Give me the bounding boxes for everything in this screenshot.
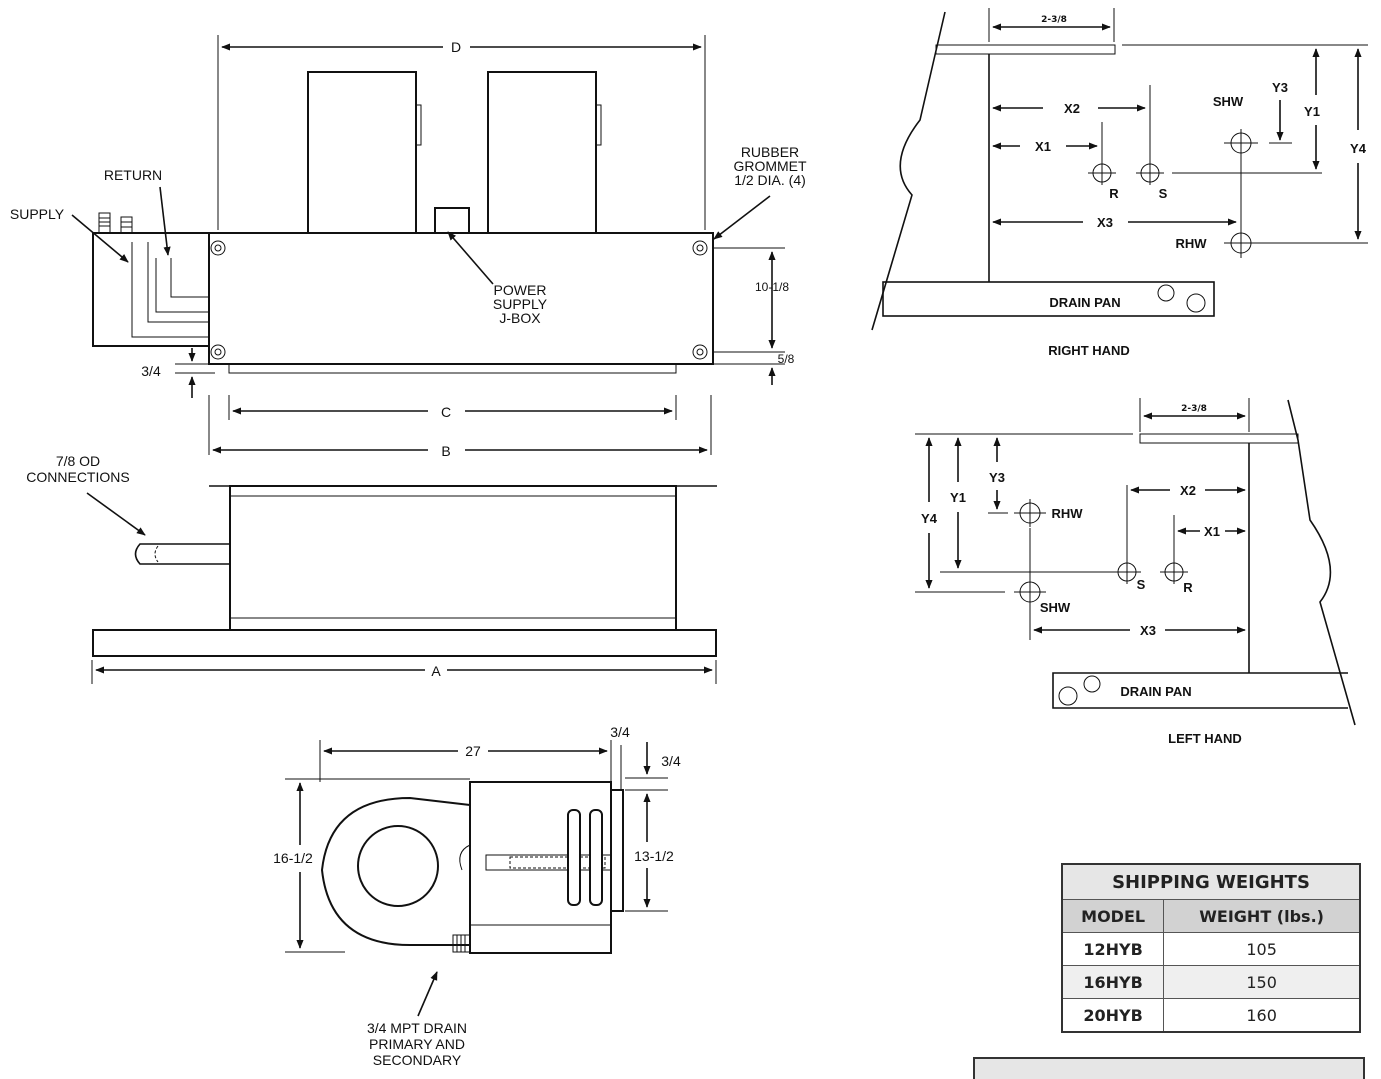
return-label: RETURN	[104, 167, 162, 183]
lh-s-fitting-icon	[1113, 560, 1141, 584]
rh-shw-fitting-icon	[1224, 129, 1258, 158]
dim-5-8-label: 5/8	[778, 352, 795, 366]
lh-r-label: R	[1183, 580, 1193, 595]
dim-c-label: C	[441, 404, 451, 420]
top-view: 7/8 OD CONNECTIONS A	[26, 453, 717, 684]
drain-label-2: PRIMARY AND	[369, 1036, 465, 1052]
rh-dim-top-label: 2-3/8	[1041, 15, 1067, 25]
weight-cell: 150	[1163, 965, 1361, 999]
lh-r-fitting-icon	[1160, 560, 1188, 584]
cabinet	[208, 232, 714, 365]
lh-y4-label: Y4	[921, 511, 938, 526]
shipping-weights-table: SHIPPING WEIGHTS MODEL WEIGHT (lbs.) 12H…	[1061, 863, 1361, 1033]
lh-drain-pan-label: DRAIN PAN	[1120, 684, 1191, 699]
jbox-label-1: POWER	[494, 282, 547, 298]
dim-b-label: B	[441, 443, 450, 459]
table-row: 16HYB 150	[1061, 965, 1361, 999]
front-view: D RETURN SUPPLY RUBBER GROMMET 1	[10, 35, 807, 459]
side-view: 27 3/4 3/4 16-1/2 13-1/2 3/4 MPT DRAIN P…	[273, 724, 681, 1068]
weight-cell: 105	[1163, 932, 1361, 966]
dim-height-label: 16-1/2	[273, 850, 313, 866]
col-model-header: MODEL	[1061, 899, 1165, 933]
rh-shw-label: SHW	[1213, 94, 1244, 109]
rh-r-fitting-icon	[1088, 161, 1116, 185]
weight-cell: 160	[1163, 998, 1361, 1033]
col-weight-header: WEIGHT (lbs.)	[1163, 899, 1361, 933]
lh-x1-label: X1	[1204, 524, 1220, 539]
rh-y4-label: Y4	[1350, 141, 1367, 156]
model-cell: 20HYB	[1061, 998, 1165, 1033]
rh-y3-label: Y3	[1272, 80, 1288, 95]
jbox	[434, 207, 470, 235]
dim-27-label: 27	[465, 743, 481, 759]
rh-r-label: R	[1109, 186, 1119, 201]
dim-3-4-label: 3/4	[141, 363, 161, 379]
coil-header-box	[92, 232, 210, 347]
model-cell: 16HYB	[1061, 965, 1165, 999]
grommet-label-3: 1/2 DIA. (4)	[734, 172, 806, 188]
model-cell: 12HYB	[1061, 932, 1165, 966]
lh-y1-label: Y1	[950, 490, 966, 505]
blower-outlet	[357, 825, 439, 907]
next-table-edge	[973, 1057, 1365, 1079]
grommet-icons	[210, 240, 708, 360]
table-row: 20HYB 160	[1061, 998, 1361, 1033]
height-dim-label: 10-1/8	[755, 280, 789, 294]
rh-x1-label: X1	[1035, 139, 1051, 154]
rh-caption: RIGHT HAND	[1048, 343, 1130, 358]
lh-rhw-label: RHW	[1051, 506, 1083, 521]
rh-s-fitting-icon	[1136, 161, 1164, 185]
right-hand-diagram: DRAIN PAN RIGHT HAND 2-3/8 X2 X1 X3 R S …	[871, 8, 1368, 358]
motor-left	[307, 71, 417, 235]
dim-d-label: D	[451, 39, 461, 55]
dim-a-label: A	[431, 663, 441, 679]
lh-shw-label: SHW	[1040, 600, 1071, 615]
left-hand-diagram: DRAIN PAN LEFT HAND 2-3/8 X2 X1 X3 S R R…	[915, 398, 1356, 746]
lh-x3-label: X3	[1140, 623, 1156, 638]
conn-label-2: CONNECTIONS	[26, 469, 129, 485]
lh-x2-label: X2	[1180, 483, 1196, 498]
lh-dim-top-label: 2-3/8	[1181, 404, 1207, 414]
grommet-label-2: GROMMET	[733, 158, 807, 174]
lh-y3-label: Y3	[989, 470, 1005, 485]
drain-pan-top	[92, 629, 717, 657]
lh-caption: LEFT HAND	[1168, 731, 1242, 746]
top-cabinet	[229, 485, 677, 631]
rh-x2-label: X2	[1064, 101, 1080, 116]
dim-inner-label: 13-1/2	[634, 848, 674, 864]
drain-label-1: 3/4 MPT DRAIN	[367, 1020, 467, 1036]
grommet-label-1: RUBBER	[741, 144, 799, 160]
lh-shw-fitting-icon	[1014, 578, 1046, 606]
shipping-weights-title: SHIPPING WEIGHTS	[1061, 863, 1361, 900]
rh-drain-pan-label: DRAIN PAN	[1049, 295, 1120, 310]
supply-label: SUPPLY	[10, 206, 65, 222]
rh-s-label: S	[1159, 186, 1168, 201]
dim-side-3-4-label: 3/4	[661, 753, 681, 769]
jbox-label-2: SUPPLY	[493, 296, 548, 312]
rh-rhw-label: RHW	[1175, 236, 1207, 251]
rh-y1-label: Y1	[1304, 104, 1320, 119]
table-row: 12HYB 105	[1061, 932, 1361, 966]
lh-rhw-fitting-icon	[1014, 499, 1046, 527]
lh-s-label: S	[1137, 577, 1146, 592]
dim-top-3-4-label: 3/4	[610, 724, 630, 740]
conn-label-1: 7/8 OD	[56, 453, 100, 469]
jbox-label-3: J-BOX	[499, 310, 541, 326]
motor-right	[487, 71, 597, 235]
drain-label-3: SECONDARY	[373, 1052, 462, 1068]
rh-rhw-fitting-icon	[1224, 229, 1258, 258]
rh-x3-label: X3	[1097, 215, 1113, 230]
